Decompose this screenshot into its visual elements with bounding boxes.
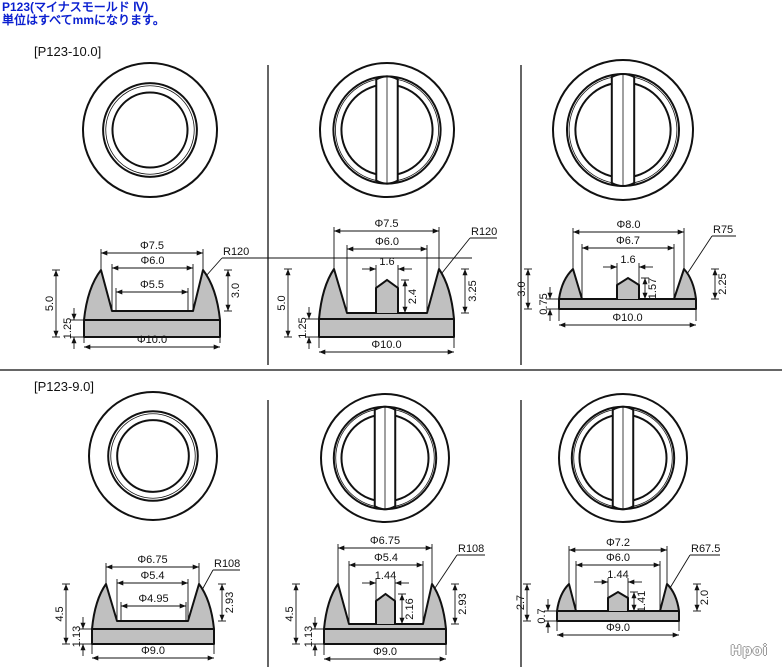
radius-label: R108 xyxy=(458,543,484,555)
dimension-label: Φ9.0 xyxy=(373,646,397,658)
radius-leader xyxy=(441,237,471,274)
center-rib xyxy=(607,590,629,611)
dimension-label: 2.0 xyxy=(699,590,711,605)
dimension-label: Φ10.0 xyxy=(137,334,167,346)
dimension-label: 0.7 xyxy=(536,608,548,623)
dimension-label: Φ7.5 xyxy=(140,240,164,252)
dimension-label: Φ10.0 xyxy=(612,312,642,324)
radius-leader xyxy=(434,554,458,589)
inner-circle xyxy=(111,91,189,169)
center-rib xyxy=(616,276,640,299)
inner-circle xyxy=(116,419,190,493)
dimension-label: 2.7 xyxy=(515,595,527,610)
outer-rim-circle xyxy=(320,393,450,523)
ring-circle xyxy=(110,413,196,499)
center-rib xyxy=(375,278,399,313)
dimension-label: Φ7.5 xyxy=(374,218,398,230)
dimension-label: 1.6 xyxy=(379,256,394,268)
dimension-label: 4.5 xyxy=(54,606,66,621)
section-title-p123-9: [P123-9.0] xyxy=(34,379,94,394)
dimension-label: Φ6.0 xyxy=(375,236,399,248)
dimension-label: 1.13 xyxy=(71,626,83,647)
radius-label: R75 xyxy=(713,224,733,236)
top-view xyxy=(320,393,450,523)
top-view xyxy=(88,391,218,521)
dimension-label: 2.4 xyxy=(407,289,419,304)
dimension-label: Φ9.0 xyxy=(606,622,630,634)
dimension-label: Φ6.7 xyxy=(616,235,640,247)
dimension-label: 1.44 xyxy=(375,570,396,582)
radius-label: R67.5 xyxy=(691,543,720,555)
dimension-label: Φ7.2 xyxy=(606,537,630,549)
outer-rim-circle xyxy=(88,391,218,521)
dimension-label: 1.13 xyxy=(303,626,315,647)
dimension-label: Φ5.4 xyxy=(374,552,398,564)
dimension-label: 5.0 xyxy=(44,296,56,311)
radius-label: R108 xyxy=(214,558,240,570)
dimension-label: 2.25 xyxy=(717,273,729,294)
outer-rim-circle xyxy=(319,62,455,198)
dimension-label: 1.6 xyxy=(620,254,635,266)
radius-leader xyxy=(669,554,691,589)
dimension-label: 3.0 xyxy=(516,281,528,296)
dimension-label: Φ6.75 xyxy=(137,554,167,566)
dimension-label: 1.25 xyxy=(62,318,74,339)
radius-label: R120 xyxy=(471,226,497,238)
outer-rim-circle xyxy=(82,62,218,198)
header-title: P123(マイナスモールド Ⅳ) xyxy=(2,0,149,14)
dimension-label: 5.0 xyxy=(276,295,288,310)
dimension-label: Φ4.95 xyxy=(138,593,168,605)
dimension-label: 1.44 xyxy=(607,569,628,581)
dimension-label: 3.25 xyxy=(467,280,479,301)
top-view xyxy=(552,59,694,201)
dimension-label: 4.5 xyxy=(284,606,296,621)
section-title-p123-10: [P123-10.0] xyxy=(34,44,102,59)
outer-rim-circle xyxy=(558,393,688,523)
radius-leader xyxy=(201,569,214,591)
center-rib xyxy=(375,592,396,624)
dimension-label: 2.93 xyxy=(457,593,469,614)
dimension-label: 0.75 xyxy=(538,293,550,314)
dimension-label: 1.41 xyxy=(636,591,648,612)
dimension-label: Φ6.75 xyxy=(370,535,400,547)
dimension-label: 2.93 xyxy=(224,592,236,613)
radius-leader xyxy=(686,235,713,275)
outer-rim-circle xyxy=(552,59,694,201)
dimension-label: 1.57 xyxy=(647,278,659,299)
dimension-label: Φ10.0 xyxy=(371,339,401,351)
header-units-note: 単位はすべてmmになります。 xyxy=(2,13,165,27)
dimension-label: Φ6.0 xyxy=(140,255,164,267)
dimension-label: 2.16 xyxy=(404,598,416,619)
watermark-logo: Hpoi xyxy=(730,642,768,659)
dimension-label: 3.0 xyxy=(230,283,242,298)
dimension-label: Φ9.0 xyxy=(141,645,165,657)
top-view xyxy=(319,62,455,198)
dimension-label: Φ6.0 xyxy=(606,552,630,564)
top-view xyxy=(82,62,218,198)
top-view xyxy=(558,393,688,523)
dimension-label: Φ8.0 xyxy=(616,219,640,231)
dimension-label: Φ5.4 xyxy=(140,570,164,582)
ring-circle xyxy=(107,410,199,502)
dimension-label: Φ5.5 xyxy=(140,279,164,291)
ring-circle xyxy=(105,85,195,175)
ring-circle xyxy=(102,82,198,178)
radius-leader xyxy=(205,257,223,277)
dimension-label: 1.25 xyxy=(297,317,309,338)
radius-label: R120 xyxy=(223,246,249,258)
